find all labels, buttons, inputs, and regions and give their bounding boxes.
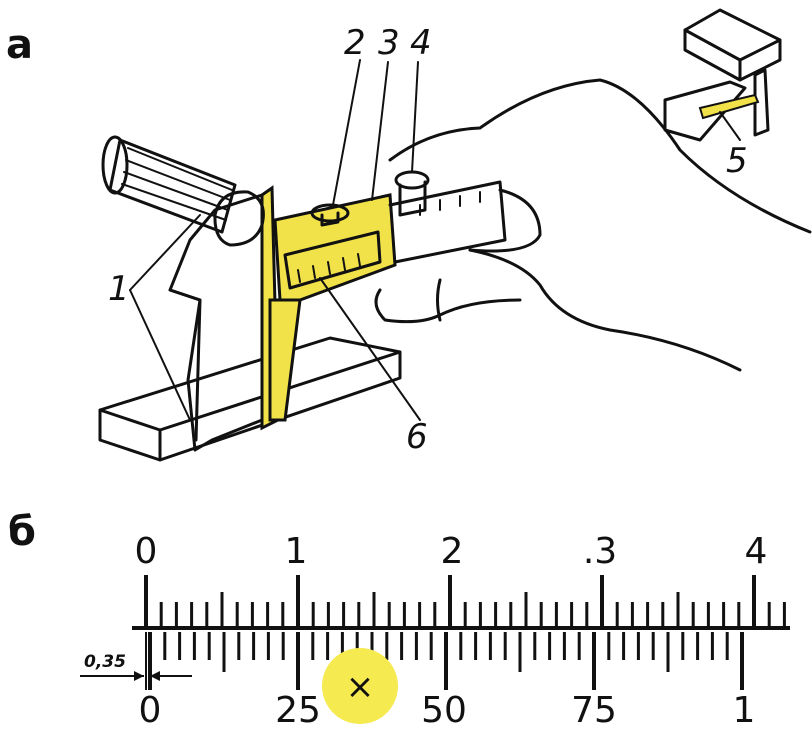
callout-2: 2 bbox=[344, 23, 366, 63]
clamp-screw-4 bbox=[394, 170, 430, 217]
offset-dimension bbox=[80, 632, 192, 690]
callout-leaders bbox=[129, 59, 741, 421]
close-icon: × bbox=[346, 667, 375, 707]
callout-3: 3 bbox=[378, 23, 400, 63]
main-scale-number-1: 1 bbox=[285, 531, 308, 572]
main-scale-ticks bbox=[144, 575, 786, 628]
callout-6: 6 bbox=[406, 417, 428, 457]
callout-5: 5 bbox=[726, 141, 748, 181]
vernier-scale-ticks bbox=[148, 632, 744, 690]
depth-gauge-bracket bbox=[663, 8, 782, 142]
main-scale-number-0: 0 bbox=[135, 531, 158, 572]
cylinder-workpiece bbox=[101, 135, 237, 234]
vernier-number-0: 0 bbox=[139, 690, 162, 731]
clamp-screw-2 bbox=[310, 203, 350, 227]
hand bbox=[374, 78, 812, 372]
main-scale-number-4: 4 bbox=[745, 531, 768, 572]
panel-b-letter: б bbox=[8, 509, 36, 555]
vernier-frame bbox=[260, 185, 397, 431]
thumb bbox=[213, 190, 265, 247]
vernier-number-1: 1 bbox=[733, 690, 756, 731]
panel-a-letter: а bbox=[6, 22, 33, 68]
main-scale-number-2: 2 bbox=[441, 531, 464, 572]
vernier-number-25: 25 bbox=[275, 690, 321, 731]
vernier-number-75: 75 bbox=[571, 690, 617, 731]
callout-4: 4 bbox=[410, 23, 432, 63]
main-scale-number-3: .3 bbox=[583, 531, 617, 572]
vernier-number-50: 50 bbox=[421, 690, 467, 731]
marker-highlight bbox=[322, 648, 398, 724]
flat-plate bbox=[98, 336, 402, 462]
offset-note: 0,35 bbox=[84, 652, 126, 672]
callout-1: 1 bbox=[108, 269, 130, 309]
